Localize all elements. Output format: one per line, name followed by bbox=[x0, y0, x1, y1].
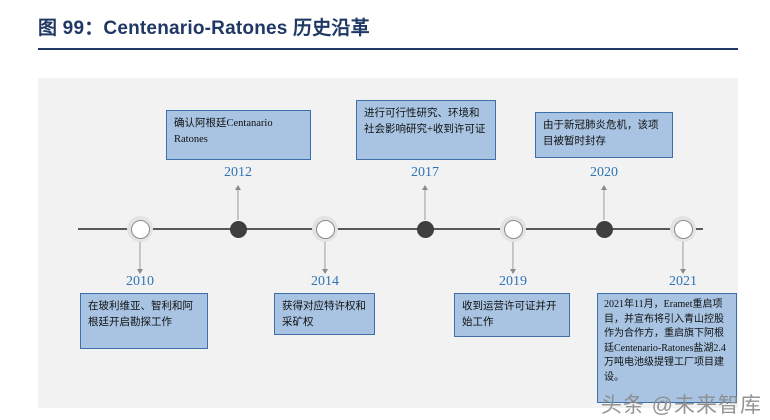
event-box-2019[interactable]: 收到运营许可证并开始工作 bbox=[454, 293, 570, 337]
connector-stem-2012 bbox=[237, 190, 239, 220]
watermark: 头条 @未来智库 bbox=[600, 394, 762, 417]
event-box-2021[interactable]: 2021年11月，Eramet重启项目，并宣布将引入青山控股作为合作方，重启旗下… bbox=[597, 293, 737, 403]
connector-arrow-down-icon-2010 bbox=[137, 269, 143, 274]
title-divider bbox=[38, 48, 738, 51]
timeline-marker-2017[interactable] bbox=[412, 216, 438, 242]
timeline-marker-2019[interactable] bbox=[500, 216, 526, 242]
year-label-2017: 2017 bbox=[411, 165, 439, 180]
marker-dot-icon bbox=[229, 220, 247, 238]
timeline-marker-2012[interactable] bbox=[225, 216, 251, 242]
timeline-marker-2014[interactable] bbox=[312, 216, 338, 242]
marker-halo-icon bbox=[127, 216, 153, 242]
connector-arrow-down-icon-2021 bbox=[680, 269, 686, 274]
connector-arrow-up-icon-2020 bbox=[601, 185, 607, 190]
marker-ring-icon bbox=[673, 219, 693, 239]
connector-stem-2019 bbox=[512, 242, 514, 270]
timeline-panel: 2010 在玻利维亚、智利和阿根廷开启勘探工作 2012 确认阿根廷Centan… bbox=[38, 78, 738, 408]
marker-dot-icon bbox=[416, 220, 434, 238]
connector-stem-2017 bbox=[424, 190, 426, 220]
connector-stem-2020 bbox=[603, 190, 605, 220]
connector-arrow-down-icon-2019 bbox=[510, 269, 516, 274]
event-box-2014[interactable]: 获得对应特许权和采矿权 bbox=[274, 293, 375, 335]
marker-halo-icon bbox=[412, 216, 438, 242]
connector-arrow-down-icon-2014 bbox=[322, 269, 328, 274]
year-label-2019: 2019 bbox=[499, 274, 527, 289]
event-box-2017[interactable]: 进行可行性研究、环境和社会影响研究+收到许可证 bbox=[356, 100, 496, 160]
marker-halo-icon bbox=[591, 216, 617, 242]
page-title: 图 99：Centenario-Ratones 历史沿革 bbox=[38, 18, 370, 39]
marker-ring-icon bbox=[503, 219, 523, 239]
marker-halo-icon bbox=[225, 216, 251, 242]
timeline-axis bbox=[78, 228, 703, 230]
marker-halo-icon bbox=[670, 216, 696, 242]
year-label-2014: 2014 bbox=[311, 274, 339, 289]
marker-halo-icon bbox=[312, 216, 338, 242]
connector-arrow-up-icon-2017 bbox=[422, 185, 428, 190]
connector-stem-2014 bbox=[324, 242, 326, 270]
event-box-2012[interactable]: 确认阿根廷Centanario Ratones bbox=[166, 110, 311, 160]
year-label-2010: 2010 bbox=[126, 274, 154, 289]
timeline-marker-2020[interactable] bbox=[591, 216, 617, 242]
marker-halo-icon bbox=[500, 216, 526, 242]
marker-ring-icon bbox=[130, 219, 150, 239]
connector-stem-2010 bbox=[139, 242, 141, 270]
event-box-2020[interactable]: 由于新冠肺炎危机，该项目被暂时封存 bbox=[535, 112, 673, 158]
timeline-marker-2021[interactable] bbox=[670, 216, 696, 242]
year-label-2020: 2020 bbox=[590, 165, 618, 180]
year-label-2012: 2012 bbox=[224, 165, 252, 180]
connector-stem-2021 bbox=[682, 242, 684, 270]
event-box-2010[interactable]: 在玻利维亚、智利和阿根廷开启勘探工作 bbox=[80, 293, 208, 349]
timeline-marker-2010[interactable] bbox=[127, 216, 153, 242]
connector-arrow-up-icon-2012 bbox=[235, 185, 241, 190]
marker-dot-icon bbox=[595, 220, 613, 238]
figure-header: 图 99：Centenario-Ratones 历史沿革 bbox=[38, 14, 738, 56]
year-label-2021: 2021 bbox=[669, 274, 697, 289]
marker-ring-icon bbox=[315, 219, 335, 239]
